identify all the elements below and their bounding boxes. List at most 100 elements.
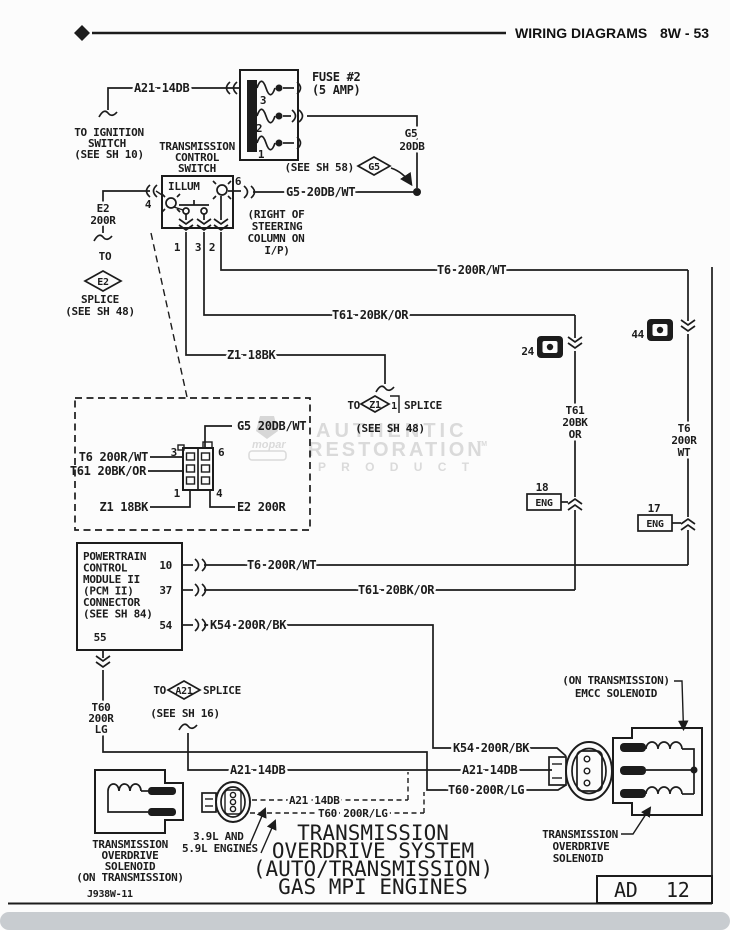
diamond-bullet-icon	[74, 25, 90, 41]
tos-right-line3: SOLENOID	[553, 852, 604, 865]
a21-splice-label: SPLICE	[203, 684, 241, 697]
mopar-logo-icon	[256, 416, 278, 439]
detail-pin3: 3	[171, 446, 177, 459]
wire-label-t6-top: T6 200R/WT	[437, 263, 506, 277]
engines-arrow	[249, 807, 267, 845]
inline-connector-24-icon	[537, 336, 563, 358]
engine-39-59-connector: 3.9L AND 5.9L ENGINES	[182, 781, 277, 855]
connector-detail-box: 3 6 1 4 G5 20DB/WT T6 200R/WT T61 20BK/O…	[70, 232, 311, 531]
connector-chevron-icon	[680, 518, 696, 531]
lamp-icon	[161, 193, 181, 213]
t60-circuit: T60 200R LG T60 200R/LG	[86, 650, 567, 800]
a21-diamond-label: A21	[175, 686, 192, 697]
pcm-connector: POWERTRAIN CONTROL MODULE II (PCM II) CO…	[76, 542, 207, 651]
title-block-number: 12	[666, 878, 689, 902]
wire-label-t61-pcm: T61 20BK/OR	[358, 583, 435, 597]
z1-circuit: Z1 18BK TO Z1 1 SPLICE (SEE SH 48)	[185, 232, 442, 435]
eng-17-label: ENG	[646, 519, 663, 530]
engines-label-line1: 3.9L AND	[193, 830, 244, 843]
pcm-line4: (PCM II)	[83, 585, 134, 598]
ignition-feed: A21 14DB TO IGNITION SWITCH (SEE SH 10)	[74, 79, 240, 161]
wire-label-t6-pcm: T6 200R/WT	[247, 558, 316, 572]
left-overdrive-solenoid: TRANSMISSION OVERDRIVE SOLENOID (ON TRAN…	[76, 769, 184, 884]
wire-label-a21-dashed: A21 14DB	[289, 794, 340, 807]
detail-label-e2: E2 200R	[237, 500, 287, 514]
pcm-line1: POWERTRAIN	[83, 550, 146, 563]
a21-splice-diamond-icon	[166, 680, 202, 700]
wire-label-a21-low: A21 14DB	[462, 763, 517, 777]
to-ignition-line1: TO IGNITION	[74, 126, 144, 139]
e2-to: TO	[99, 250, 112, 263]
page-header: WIRING DIAGRAMS 8W - 53	[74, 25, 709, 41]
a21-see-sh: (SEE SH 16)	[150, 707, 220, 720]
emcc-label-line1: (ON TRANSMISSION)	[562, 674, 669, 687]
connector-tab	[201, 792, 217, 813]
e2-splice-diamond-icon	[83, 270, 123, 292]
tcs-location-line2: STEERING	[252, 220, 303, 233]
header-page-number: 8W - 53	[660, 25, 709, 41]
connector-chevron-icon	[567, 336, 583, 349]
transmission-control-switch: TRANSMISSION CONTROL SWITCH ILLUM 6 4 1 …	[145, 140, 305, 257]
pcm-box	[76, 542, 183, 651]
tos-right-line1: TRANSMISSION	[542, 828, 618, 841]
pcm-line2: CONTROL	[83, 562, 128, 575]
e2-splice-label: SPLICE	[81, 293, 119, 306]
detail-pin6: 6	[218, 446, 225, 459]
wire-label-k54-pcm: K54 200R/BK	[210, 618, 287, 632]
t61-stack-line1: T61	[566, 404, 586, 417]
tos-left-line3: SOLENOID	[105, 860, 156, 873]
engines-arrow	[260, 819, 277, 854]
emcc-solenoid-icon	[612, 727, 703, 816]
t6-stack-line2: 200R	[671, 434, 697, 447]
lamp-icon	[212, 180, 232, 200]
inline-connector-44-icon	[647, 319, 673, 341]
connector-arrow-icon	[194, 583, 207, 597]
wire-label-t61-top: T61 20BK/OR	[332, 308, 409, 322]
tos-left-line1: TRANSMISSION	[92, 838, 168, 851]
g5-wire: G5 20DB/WT	[253, 183, 417, 202]
tcs-illum-label: ILLUM	[168, 180, 200, 193]
detail-label-t61: T61 20BK/OR	[70, 464, 147, 478]
wire-break-icon	[98, 110, 118, 118]
to-ignition-line3: (SEE SH 10)	[74, 148, 144, 161]
fuse-terminal-3: 3	[260, 94, 266, 107]
g5-arrow	[390, 167, 413, 187]
eng-17-number: 17	[648, 502, 661, 515]
see-sh-58: (SEE SH 58)	[284, 161, 354, 174]
t6-circuit: T6 200R/WT 44 T6 200R WT 17 ENG T6 200R/…	[204, 232, 700, 575]
pcm-line5: CONNECTOR	[83, 596, 141, 609]
tcs-pin3: 3	[195, 241, 201, 254]
t60-stack-line1: T60	[92, 701, 111, 714]
tcs-location-line4: I/P)	[264, 244, 289, 257]
watermark-line1: AUTHENTIC	[316, 420, 468, 442]
fuse-label-line1: FUSE #2	[312, 70, 361, 84]
g5-stack-line2: 20DB	[399, 140, 425, 153]
coil-icon	[107, 783, 142, 792]
z1-diamond-label: Z1	[369, 400, 381, 411]
engines-label-line2: 5.9L ENGINES	[182, 842, 258, 855]
watermark-logo-text: mopar	[252, 439, 286, 451]
tos-left-line4: (ON TRANSMISSION)	[76, 871, 183, 884]
connector-24-number: 24	[521, 345, 534, 358]
g5-stack-line1: G5	[405, 127, 418, 140]
wire-label-a21-mid: A21 14DB	[230, 763, 285, 777]
wire-label-g5: G5 20DB/WT	[286, 185, 355, 199]
g5-reference: (SEE SH 58) G5	[284, 156, 421, 196]
detail-label-z1: Z1 18BK	[100, 500, 150, 514]
z1-splice-label: SPLICE	[404, 399, 442, 412]
wire-break-icon	[178, 723, 198, 731]
fuse-element-2	[256, 108, 276, 124]
detail-dashed-outline	[74, 397, 311, 531]
e2-stack-line1: E2	[97, 202, 110, 215]
diagram-title: TRANSMISSION OVERDRIVE SYSTEM (AUTO/TRAN…	[253, 821, 493, 899]
detail-leader-dashed	[150, 232, 188, 398]
fuse-element-3	[256, 80, 276, 96]
pcm-line6: (SEE SH 84)	[83, 608, 153, 621]
fuse-terminal-1: 1	[258, 148, 265, 161]
tos-right-leader-arrow	[621, 806, 652, 835]
mopar-logo-box	[248, 450, 287, 461]
wire-label-t60-low: T60 200R/LG	[448, 783, 524, 797]
mopar-watermark: mopar AUTHENTIC RESTORATION TM P R O D U…	[248, 416, 487, 474]
pcm-pin37: 37	[159, 584, 172, 597]
